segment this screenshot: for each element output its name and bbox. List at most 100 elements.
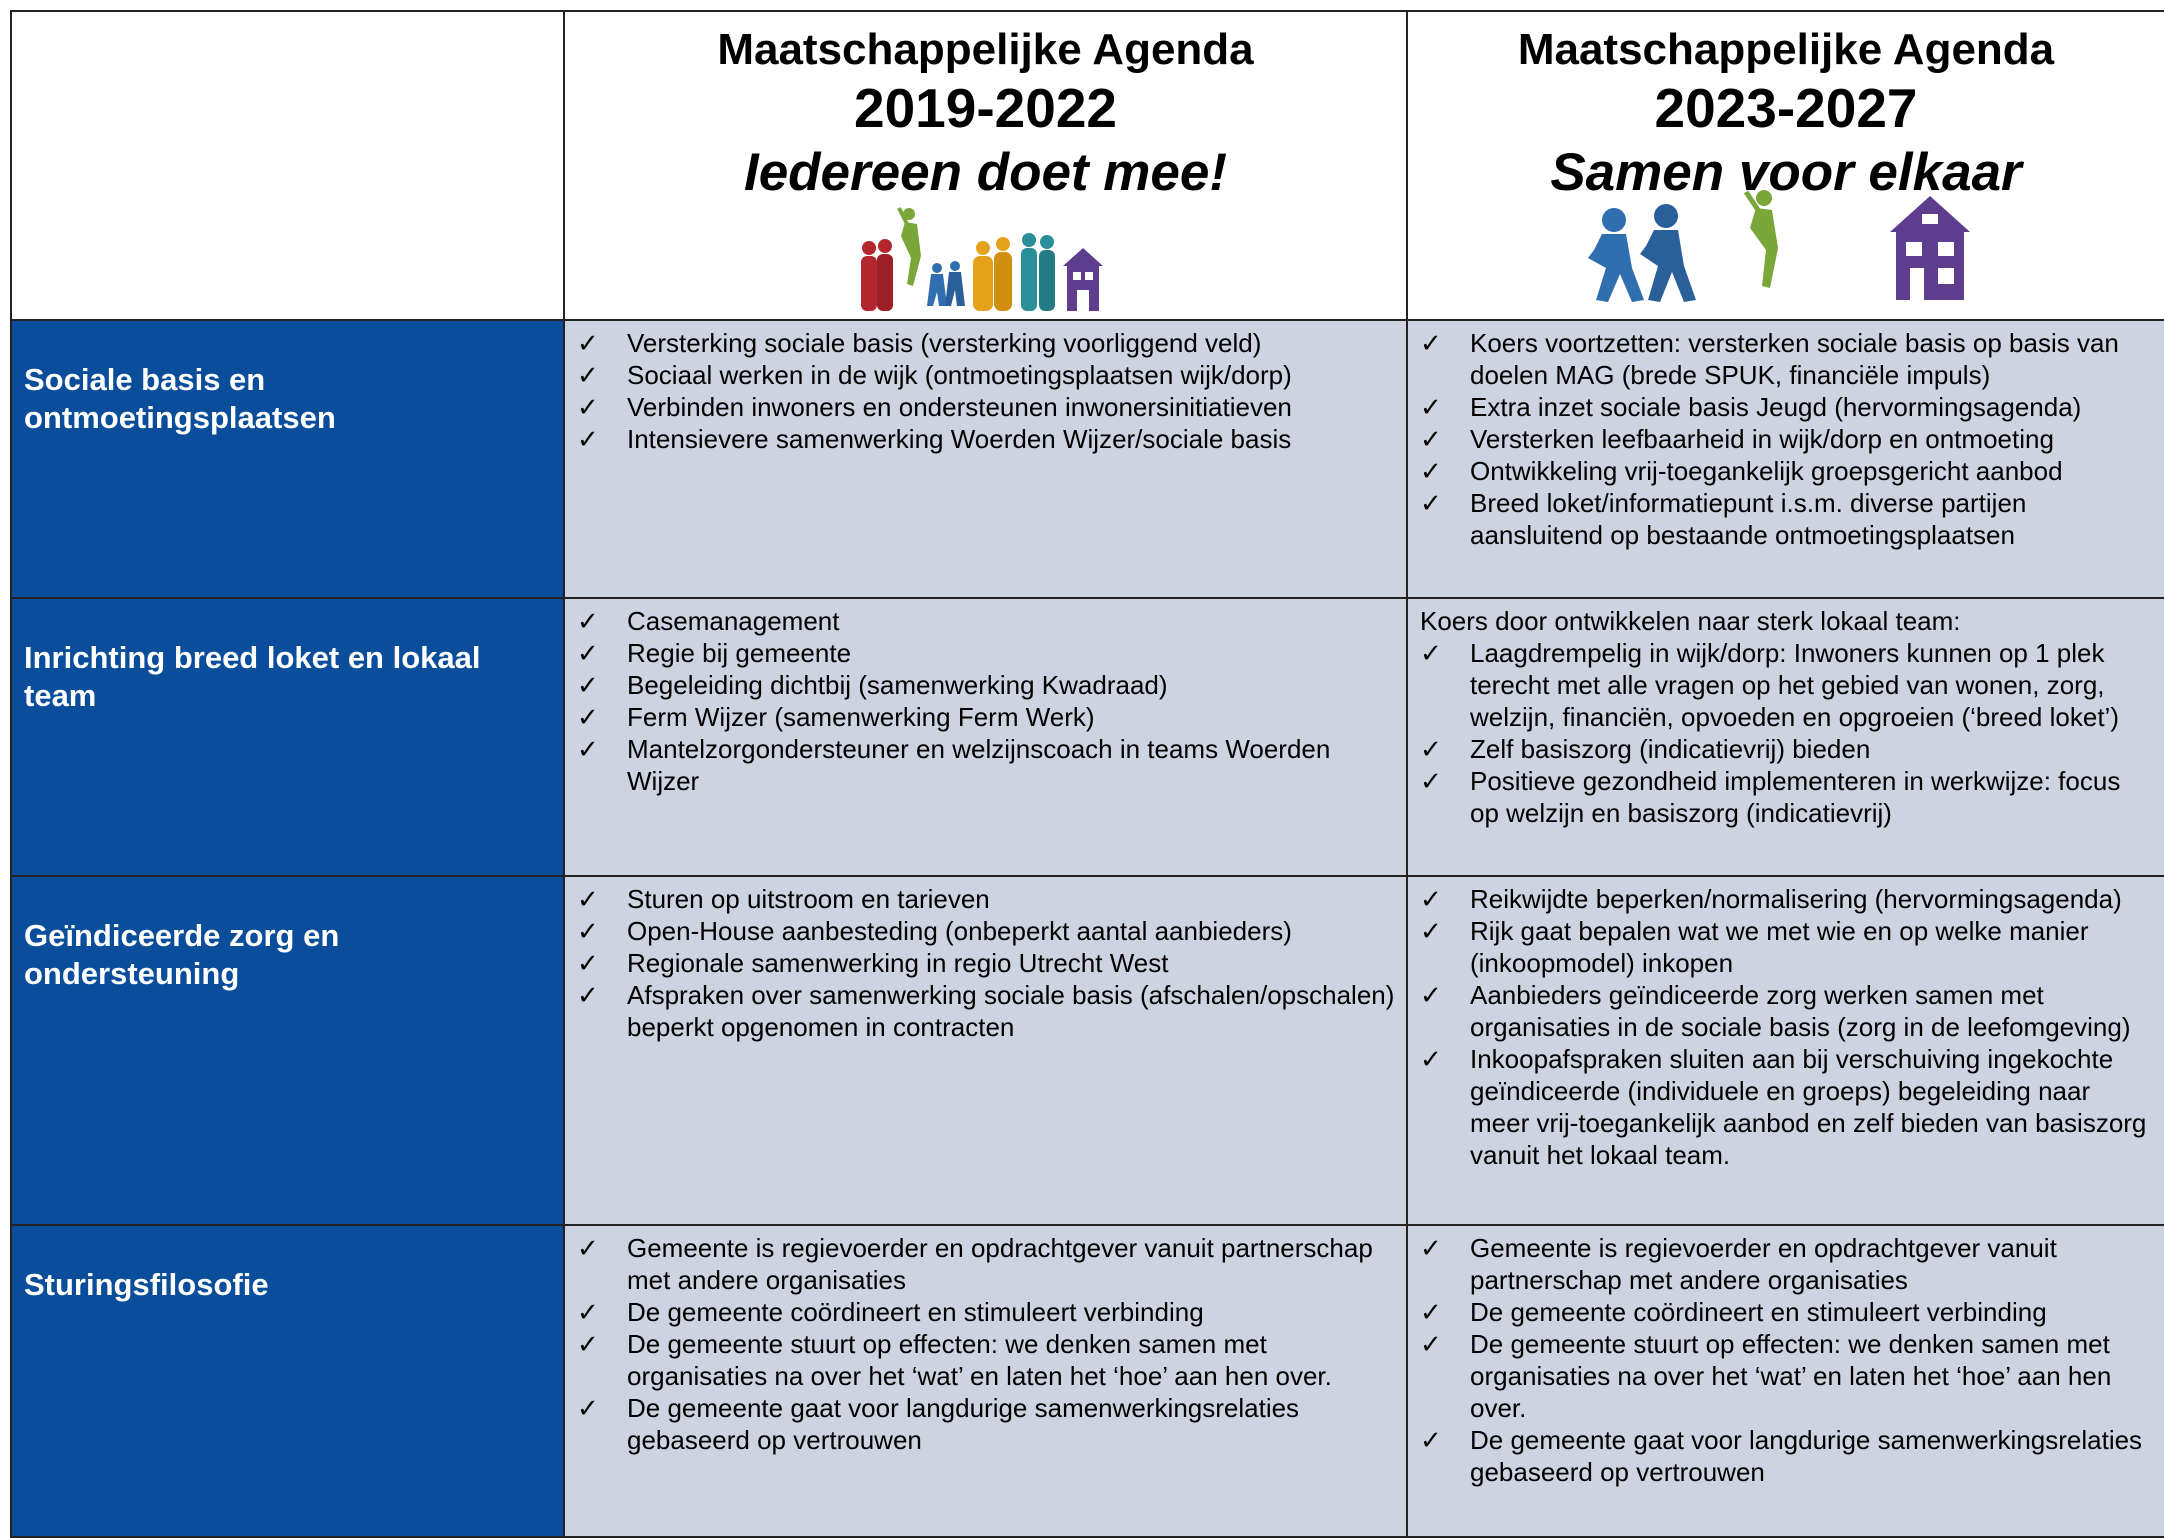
- header-b-years: 2023-2027: [1654, 77, 1918, 139]
- table-row: Geïndiceerde zorg en ondersteuning✓Sture…: [10, 875, 2164, 1226]
- list-item: ✓ De gemeente coördineert en stimuleert v…: [1420, 1296, 2156, 1328]
- check-icon: ✓: [577, 916, 599, 946]
- check-icon: ✓: [1420, 1329, 1442, 1359]
- list-item-text: Regie bij gemeente: [627, 638, 852, 668]
- check-icon: ✓: [577, 606, 599, 636]
- cell-2019-2022: ✓ Gemeente is regievoerder en opdrachtgev…: [563, 1224, 1408, 1538]
- list-item: ✓Mantelzorgondersteuner en welzijnscoach…: [577, 733, 1398, 797]
- list-item: ✓ Versterken leefbaarheid in wijk/dorp en…: [1420, 423, 2156, 455]
- list-item-text: Aanbieders geïndiceerde zorg werken same…: [1470, 980, 2131, 1042]
- list-item-text: De gemeente coördineert en stimuleert ve…: [627, 1297, 1204, 1327]
- check-icon: ✓: [1420, 916, 1442, 946]
- header-empty-cell: [10, 10, 565, 321]
- check-icon: ✓: [1420, 328, 1442, 358]
- list-item: ✓ Positieve gezondheid implementeren in w…: [1420, 765, 2156, 829]
- list-item-text: De gemeente coördineert en stimuleert ve…: [1470, 1297, 2047, 1327]
- header-col-a: Maatschappelijke Agenda 2019-2022 Iedere…: [563, 10, 1408, 321]
- list-item: ✓Casemanagement: [577, 605, 1398, 637]
- check-icon: ✓: [577, 1297, 599, 1327]
- checklist: ✓ Reikwijdte beperken/normalisering (herv…: [1420, 883, 2156, 1171]
- check-icon: ✓: [577, 638, 599, 668]
- table-row: Sturingsfilosofie ✓ Gemeente is regievoerd…: [10, 1224, 2164, 1538]
- row-label: Sturingsfilosofie: [10, 1224, 565, 1538]
- list-item: ✓ De gemeente stuurt op effecten: we denk…: [1420, 1328, 2156, 1424]
- check-icon: ✓: [577, 424, 599, 454]
- cell-2019-2022: ✓Sturen op uitstroom en tarieven✓Open-Ho…: [563, 875, 1408, 1226]
- table-row: Sociale basis en ontmoetingsplaatsen✓Ver…: [10, 319, 2164, 599]
- list-item-text: Sociaal werken in de wijk (ontmoetingspl…: [627, 360, 1292, 390]
- list-item-text: Intensievere samenwerking Woerden Wijzer…: [627, 424, 1292, 454]
- list-item: ✓ Versterking sociale basis (versterking …: [577, 327, 1398, 359]
- list-item: ✓Regionale samenwerking in regio Utrecht…: [577, 947, 1398, 979]
- list-item-text: Extra inzet sociale basis Jeugd (hervorm…: [1470, 392, 2082, 422]
- check-icon: ✓: [1420, 424, 1442, 454]
- list-item: ✓ Ontwikkeling vrij-toegankelijk groepsge…: [1420, 455, 2156, 487]
- checklist: ✓ Laagdrempelig in wijk/dorp: Inwoners ku…: [1420, 637, 2156, 829]
- cell-2023-2027: ✓ Reikwijdte beperken/normalisering (herv…: [1406, 875, 2164, 1226]
- list-item-text: De gemeente stuurt op effecten: we denke…: [1470, 1329, 2112, 1423]
- check-icon: ✓: [577, 948, 599, 978]
- header-a-years: 2019-2022: [853, 77, 1118, 139]
- list-item: ✓Sociaal werken in de wijk (ontmoetingsp…: [577, 359, 1398, 391]
- check-icon: ✓: [1420, 1233, 1442, 1263]
- list-item: ✓ Laagdrempelig in wijk/dorp: Inwoners ku…: [1420, 637, 2156, 733]
- list-item-text: Gemeente is regievoerder en opdrachtgeve…: [627, 1233, 1373, 1295]
- header-b-title: Maatschappelijke Agenda: [1517, 25, 2055, 74]
- list-item: ✓ Aanbieders geïndiceerde zorg werken sam…: [1420, 979, 2156, 1043]
- list-item: ✓Verbinden inwoners en ondersteunen inwo…: [577, 391, 1398, 423]
- list-item-text: Rijk gaat bepalen wat we met wie en op w…: [1470, 916, 2089, 978]
- checklist: ✓Casemanagement✓Regie bij gemeente✓Begel…: [577, 605, 1398, 797]
- check-icon: ✓: [1420, 980, 1442, 1010]
- list-item-text: Afspraken over samenwerking sociale basi…: [627, 980, 1395, 1042]
- checklist: ✓ Gemeente is regievoerder en opdrachtgev…: [577, 1232, 1398, 1456]
- list-item-text: Versterken leefbaarheid in wijk/dorp en …: [1470, 424, 2054, 454]
- list-item-text: De gemeente gaat voor langdurige samenwe…: [627, 1393, 1300, 1455]
- list-item-text: Ontwikkeling vrij-toegankelijk groepsger…: [1470, 456, 2063, 486]
- check-icon: ✓: [1420, 456, 1442, 486]
- cell-2023-2027: ✓Koers voortzetten: versterken sociale b…: [1406, 319, 2164, 599]
- list-item: ✓ De gemeente stuurt op effecten: we denk…: [577, 1328, 1398, 1392]
- list-item-text: Zelf basiszorg (indicatievrij) bieden: [1470, 734, 1871, 764]
- check-icon: ✓: [577, 980, 599, 1010]
- children-house-illustration-icon: [1588, 190, 1970, 302]
- check-icon: ✓: [577, 1329, 599, 1359]
- header-b-subtitle: Samen voor elkaar: [1550, 143, 2022, 202]
- header-a-subtitle: Iedereen doet mee!: [743, 143, 1228, 202]
- list-item-text: Reikwijdte beperken/normalisering (hervo…: [1470, 884, 2122, 914]
- check-icon: ✓: [1420, 1044, 1442, 1074]
- cell-2023-2027: ✓Gemeente is regievoerder en opdrachtgev…: [1406, 1224, 2164, 1538]
- cell-2019-2022: ✓Casemanagement✓Regie bij gemeente✓Begel…: [563, 597, 1408, 877]
- checklist: ✓Sturen op uitstroom en tarieven✓Open-Ho…: [577, 883, 1398, 1043]
- list-item-text: Ferm Wijzer (samenwerking Ferm Werk): [627, 702, 1095, 732]
- comparison-table: Maatschappelijke Agenda 2019-2022 Iedere…: [10, 10, 2164, 1538]
- header-col-b: Maatschappelijke Agenda 2023-2027 Samen …: [1406, 10, 2164, 321]
- check-icon: ✓: [1420, 884, 1442, 914]
- list-item: ✓ Intensievere samenwerking Woerden Wijze…: [577, 423, 1398, 455]
- list-item: ✓Ferm Wijzer (samenwerking Ferm Werk): [577, 701, 1398, 733]
- list-item-text: Positieve gezondheid implementeren in we…: [1470, 766, 2121, 828]
- cell-2019-2022: ✓ Versterking sociale basis (versterking …: [563, 319, 1408, 599]
- check-icon: ✓: [1420, 392, 1442, 422]
- check-icon: ✓: [577, 328, 599, 358]
- cell-2023-2027: Koers door ontwikkelen naar sterk lokaal…: [1406, 597, 2164, 877]
- checklist: ✓ Versterking sociale basis (versterking …: [577, 327, 1398, 455]
- list-item: ✓ Regie bij gemeente: [577, 637, 1398, 669]
- check-icon: ✓: [577, 392, 599, 422]
- list-item-text: Inkoopafspraken sluiten aan bij verschui…: [1470, 1044, 2147, 1170]
- check-icon: ✓: [1420, 638, 1442, 668]
- check-icon: ✓: [577, 734, 599, 764]
- list-item-text: Begeleiding dichtbij (samenwerking Kwadr…: [627, 670, 1168, 700]
- row-label: Inrichting breed loket en lokaal team: [10, 597, 565, 877]
- header-a-title: Maatschappelijke Agenda: [717, 25, 1254, 74]
- check-icon: ✓: [1420, 1297, 1442, 1327]
- list-item-text: Breed loket/informatiepunt i.s.m. divers…: [1470, 488, 2027, 550]
- check-icon: ✓: [1420, 766, 1442, 796]
- list-item-text: De gemeente stuurt op effecten: we denke…: [627, 1329, 1332, 1391]
- list-item: ✓Gemeente is regievoerder en opdrachtgev…: [1420, 1232, 2156, 1296]
- check-icon: ✓: [577, 1393, 599, 1423]
- cell-intro: Koers door ontwikkelen naar sterk lokaal…: [1420, 606, 1961, 636]
- list-item-text: Laagdrempelig in wijk/dorp: Inwoners kun…: [1470, 638, 2119, 732]
- checklist: ✓Gemeente is regievoerder en opdrachtgev…: [1420, 1232, 2156, 1488]
- list-item: ✓ Rijk gaat bepalen wat we met wie en op …: [1420, 915, 2156, 979]
- list-item-text: Versterking sociale basis (versterking v…: [627, 328, 1262, 358]
